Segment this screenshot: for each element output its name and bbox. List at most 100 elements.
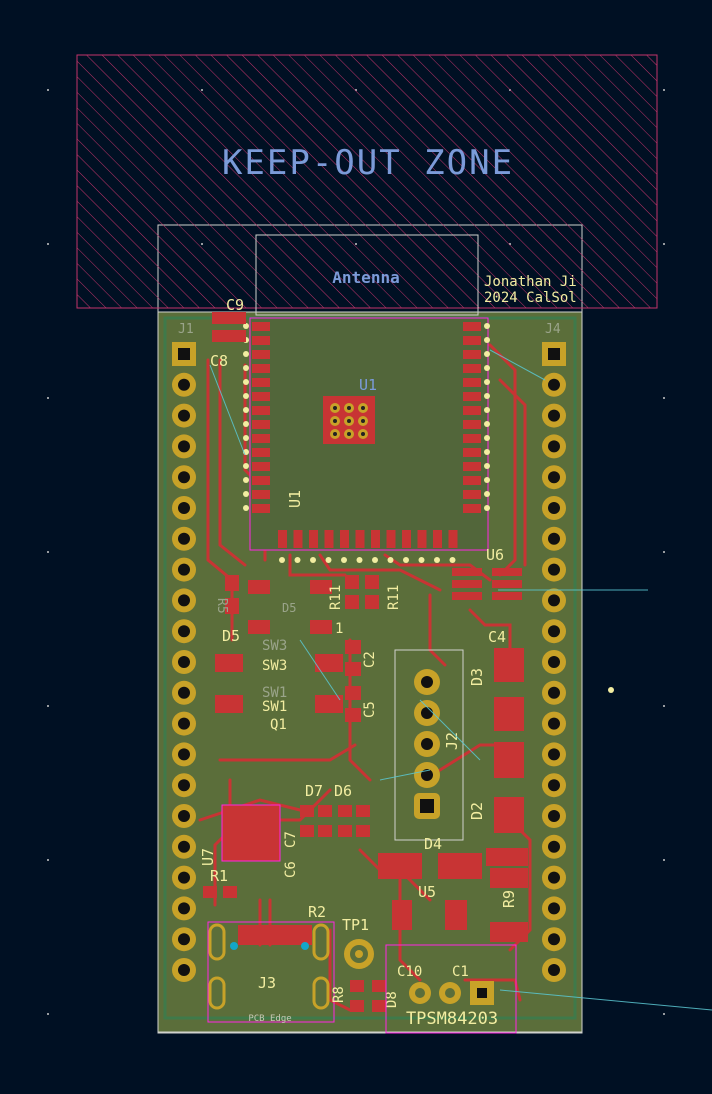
- antenna-outline: [255, 234, 479, 316]
- author-line1: Jonathan Ji: [484, 274, 577, 290]
- sw3-footprint[interactable]: [215, 654, 343, 672]
- u1-pad: [463, 448, 481, 457]
- header-pin[interactable]: [172, 588, 196, 613]
- header-pin[interactable]: [172, 742, 196, 767]
- u1-pad: [417, 530, 427, 548]
- u1-pad: [252, 406, 270, 415]
- u1-pad: [463, 322, 481, 331]
- r1-footprint[interactable]: [203, 886, 237, 898]
- header-pin[interactable]: [542, 619, 566, 644]
- r5-footprint[interactable]: [225, 575, 239, 614]
- header-pin[interactable]: [172, 496, 196, 520]
- header-pin[interactable]: [172, 927, 196, 952]
- author-line2: 2024 CalSol: [484, 290, 577, 306]
- header-pin[interactable]: [172, 834, 196, 859]
- u1-pad: [463, 476, 481, 485]
- header-pin[interactable]: [172, 403, 196, 428]
- header-pin[interactable]: [542, 711, 566, 736]
- sw3-label: SW3: [262, 658, 287, 674]
- r11-label: R11: [328, 585, 344, 610]
- r8-d8-footprints[interactable]: [350, 980, 386, 1012]
- header-pin[interactable]: [172, 680, 196, 705]
- tps-pins[interactable]: [409, 981, 494, 1005]
- header-pin[interactable]: [172, 465, 196, 490]
- header-pin[interactable]: [542, 834, 566, 859]
- u1-pad: [252, 364, 270, 373]
- keepout-label: KEEP-OUT ZONE: [222, 143, 514, 183]
- r9-footprint[interactable]: [490, 868, 528, 942]
- header-pin[interactable]: [542, 557, 566, 582]
- u1-pad: [293, 530, 303, 548]
- header-pin[interactable]: [172, 804, 196, 828]
- u1-pad: [463, 350, 481, 359]
- header-pin[interactable]: [542, 588, 566, 613]
- header-pin[interactable]: [542, 680, 566, 705]
- header-pin[interactable]: [542, 958, 566, 982]
- header-pin[interactable]: [172, 958, 196, 982]
- header-pin[interactable]: [542, 773, 566, 798]
- header-pin[interactable]: [542, 742, 566, 767]
- sw1-fab-label: SW1: [262, 685, 287, 701]
- u1-pad: [463, 490, 481, 499]
- header-pin[interactable]: [172, 557, 196, 582]
- stray-via: [608, 687, 614, 693]
- header-pin[interactable]: [542, 403, 566, 428]
- sw1-footprint[interactable]: [215, 695, 343, 713]
- j3-label: J3: [258, 974, 276, 992]
- u1-pad: [402, 530, 411, 548]
- tp1-testpoint[interactable]: [344, 939, 374, 969]
- c2-c5-footprints[interactable]: [345, 640, 361, 722]
- u1-pad: [324, 530, 334, 548]
- d8-label: D8: [384, 991, 400, 1008]
- u6-footprint[interactable]: [452, 568, 522, 600]
- header-pin[interactable]: [542, 465, 566, 490]
- u7-footprint[interactable]: [221, 804, 281, 862]
- header-pin[interactable]: [172, 896, 196, 921]
- header-pin[interactable]: [172, 865, 196, 890]
- sw3-fab-label: SW3: [262, 638, 287, 654]
- d6-d7-footprints[interactable]: [300, 805, 370, 837]
- c6-label: C6: [283, 861, 299, 878]
- header-pin[interactable]: [542, 434, 566, 459]
- header-pin[interactable]: [172, 342, 196, 366]
- u1-pad: [340, 530, 349, 548]
- header-pin[interactable]: [172, 619, 196, 644]
- ratsnest: [209, 349, 712, 1011]
- header-pin[interactable]: [542, 650, 566, 674]
- u1-pad: [252, 322, 270, 331]
- u1-pad: [463, 420, 481, 429]
- header-pin[interactable]: [172, 434, 196, 459]
- header-pin[interactable]: [172, 650, 196, 674]
- u1-pad: [309, 530, 318, 548]
- d5-footprint[interactable]: [248, 580, 332, 634]
- header-pin[interactable]: [172, 773, 196, 798]
- header-pin[interactable]: [172, 526, 196, 551]
- keepout-zone[interactable]: [76, 54, 658, 309]
- tps-outline: [385, 944, 517, 1034]
- d3-footprint[interactable]: [494, 648, 524, 731]
- u1-pad: [252, 392, 270, 401]
- header-pin[interactable]: [542, 496, 566, 520]
- antenna-label: Antenna: [332, 268, 399, 287]
- header-pin[interactable]: [172, 711, 196, 736]
- d4-label: D4: [424, 835, 442, 853]
- header-pin[interactable]: [542, 342, 566, 366]
- header-pin[interactable]: [542, 372, 566, 397]
- header-pin[interactable]: [172, 372, 196, 397]
- c9-footprint[interactable]: [212, 312, 246, 342]
- c7-label: C7: [283, 831, 299, 848]
- header-pin[interactable]: [542, 927, 566, 952]
- j2-label: J2: [443, 732, 461, 750]
- header-pin[interactable]: [542, 865, 566, 890]
- d2-footprint[interactable]: [494, 742, 524, 833]
- r11-footprint[interactable]: [345, 575, 379, 609]
- u1-pad: [355, 530, 365, 548]
- u5-footprint[interactable]: [392, 900, 467, 930]
- d4-footprint[interactable]: [378, 848, 528, 879]
- header-pin[interactable]: [542, 804, 566, 828]
- header-pin[interactable]: [542, 526, 566, 551]
- header-pin[interactable]: [542, 896, 566, 921]
- sw1-label: SW1: [262, 699, 287, 715]
- j3-footprint[interactable]: [208, 923, 330, 1010]
